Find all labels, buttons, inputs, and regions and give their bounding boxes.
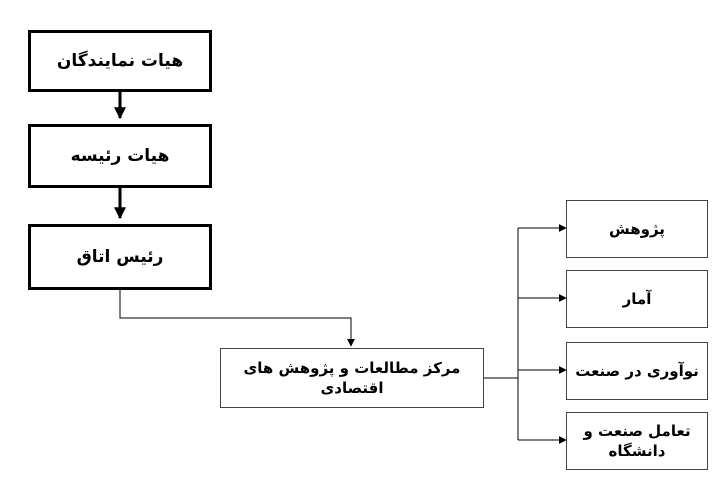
node-label: هیات نمایندگان xyxy=(56,50,184,71)
node-label: هیات رئیسه xyxy=(70,145,170,166)
node-board-of-representatives: هیات نمایندگان xyxy=(28,30,212,92)
node-chamber-president: رئیس اتاق xyxy=(28,224,212,290)
connector-president-to-center xyxy=(119,290,355,347)
node-research-center: مرکز مطالعات و پژوهش های اقتصادی xyxy=(220,348,484,408)
node-industry-innovation: نوآوری در صنعت xyxy=(566,342,708,400)
node-board-of-directors: هیات رئیسه xyxy=(28,124,212,188)
node-label: رئیس اتاق xyxy=(76,246,164,267)
node-label: پژوهش xyxy=(609,219,665,238)
node-label-line-2: دانشگاه xyxy=(608,442,666,460)
node-statistics: آمار xyxy=(566,270,708,328)
node-label-line-1: تعامل صنعت و xyxy=(583,421,691,440)
node-industry-university: تعامل صنعت و دانشگاه xyxy=(566,412,708,470)
node-research: پژوهش xyxy=(566,200,708,258)
node-label: نوآوری در صنعت xyxy=(575,361,699,380)
node-label: آمار xyxy=(622,289,652,308)
node-label: مرکز مطالعات و پژوهش های اقتصادی xyxy=(243,358,461,397)
